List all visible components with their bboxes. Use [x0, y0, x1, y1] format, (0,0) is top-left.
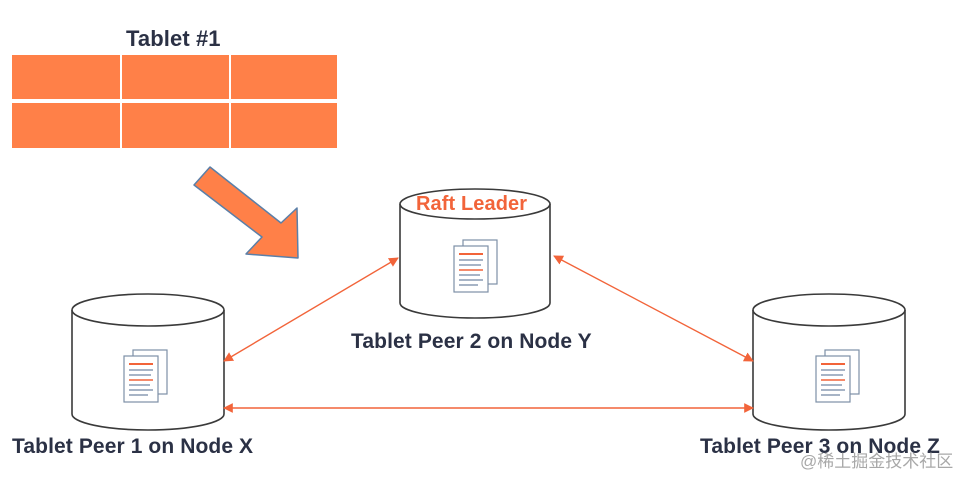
tablet-cell [122, 103, 229, 148]
peer3-label: Tablet Peer 3 on Node Z [700, 435, 940, 458]
document-icon [123, 349, 168, 403]
document-icon [453, 239, 498, 293]
raft-leader-label: Raft Leader [416, 193, 528, 215]
tablet-title: Tablet #1 [126, 26, 221, 51]
document-icon [815, 349, 860, 403]
tablet-cell [122, 55, 229, 99]
tablet-cell [12, 55, 120, 99]
tablet-cell [231, 103, 337, 148]
tablet-cell [231, 55, 337, 99]
connector-peer2-peer3 [553, 255, 754, 362]
watermark: @稀土掘金技术社区 [800, 452, 954, 471]
peer1-label: Tablet Peer 1 on Node X [12, 435, 254, 458]
block-arrow-icon [193, 166, 299, 259]
connector-peer2-peer1 [223, 257, 399, 362]
tablet-cell [12, 103, 120, 148]
peer2-label: Tablet Peer 2 on Node Y [351, 330, 592, 353]
tablet-grid [12, 55, 337, 148]
